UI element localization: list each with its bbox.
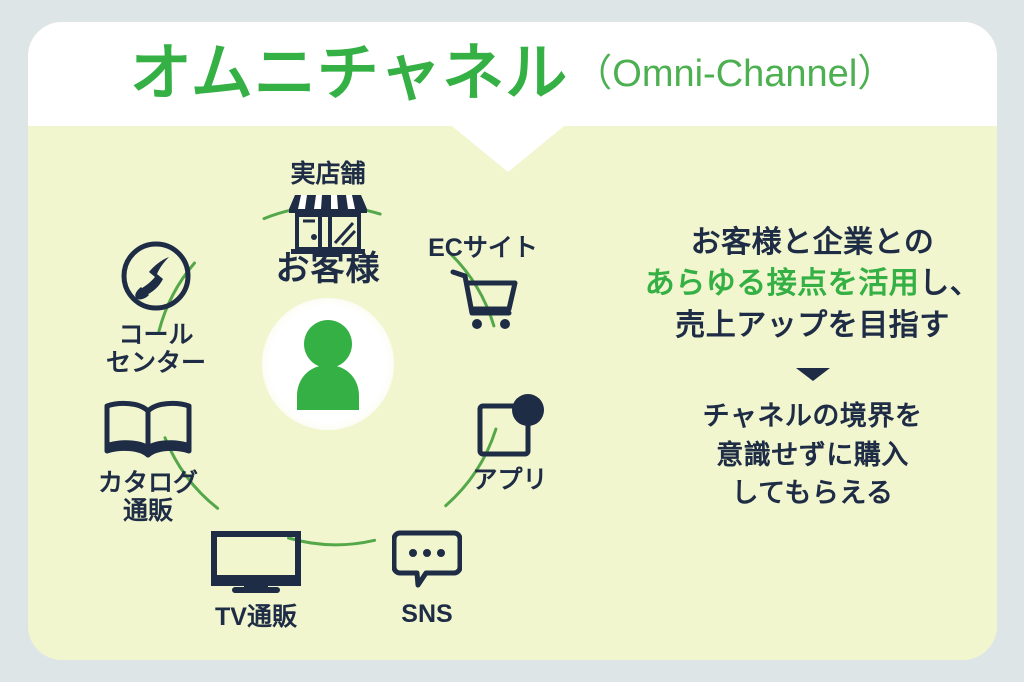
arc-segment-3	[444, 427, 498, 508]
result-line-3: してもらえる	[731, 477, 894, 508]
channel-label-ec-site: ECサイト	[428, 234, 538, 262]
channel-label-tv: TV通販	[215, 603, 297, 631]
app-window-icon	[475, 392, 545, 463]
header-notch	[452, 126, 564, 172]
avatar	[262, 298, 394, 430]
channel-node-call-center[interactable]: コール センター	[61, 239, 251, 377]
page-subtitle: （Omni-Channel）	[574, 53, 896, 95]
storefront-icon	[289, 191, 367, 260]
result-line-2: 意識せずに購入	[716, 439, 909, 470]
speech-bubble-icon	[391, 528, 463, 597]
result-line-1: チャネルの境界を	[702, 401, 923, 432]
statement-block: お客様と企業との あらゆる接点を活用し、 売上アップを目指す チャネルの境界を …	[628, 126, 997, 660]
channel-label-store: 実店舗	[290, 160, 366, 188]
channel-node-catalog[interactable]: カタログ 通販	[53, 399, 243, 525]
center-label: お客様	[275, 250, 381, 288]
statement-line-2: あらゆる接点を活用し、	[645, 263, 981, 304]
arc-segment-2	[447, 251, 496, 328]
channel-label-call-center: コール センター	[105, 321, 206, 377]
statement-line-2-accent: あらゆる接点を活用	[644, 267, 920, 301]
channel-node-app[interactable]: アプリ	[415, 392, 605, 494]
page-title: オムニチャネル	[129, 39, 569, 108]
channel-diagram: 実店舗	[28, 126, 628, 660]
television-icon	[210, 531, 302, 600]
channel-label-sns: SNS	[401, 600, 453, 628]
center-customer: お客様	[208, 252, 448, 430]
statement-line-3: 売上アップを目指す	[675, 308, 950, 342]
omni-channel-card: オムニチャネル （Omni-Channel） 実店舗	[28, 22, 997, 660]
title-row: オムニチャネル （Omni-Channel）	[28, 22, 997, 126]
person-icon	[297, 320, 359, 410]
channel-node-store[interactable]: 実店舗	[233, 160, 423, 260]
arc-segment-6	[157, 261, 196, 333]
phone-circle-icon	[119, 239, 193, 318]
channel-node-ec-site[interactable]: ECサイト	[388, 234, 578, 336]
channel-node-sns[interactable]: SNS	[332, 528, 522, 628]
channel-label-catalog: カタログ 通販	[97, 469, 198, 525]
down-arrow-icon	[795, 368, 830, 382]
statement-line-2-tail: し、	[919, 267, 981, 301]
shopping-cart-icon	[447, 265, 519, 336]
channel-label-app: アプリ	[472, 466, 548, 494]
card-header	[28, 22, 997, 126]
statement-line-1: お客様と企業との	[690, 226, 935, 259]
channel-node-tv[interactable]: TV通販	[161, 531, 351, 631]
open-book-icon	[101, 399, 195, 466]
